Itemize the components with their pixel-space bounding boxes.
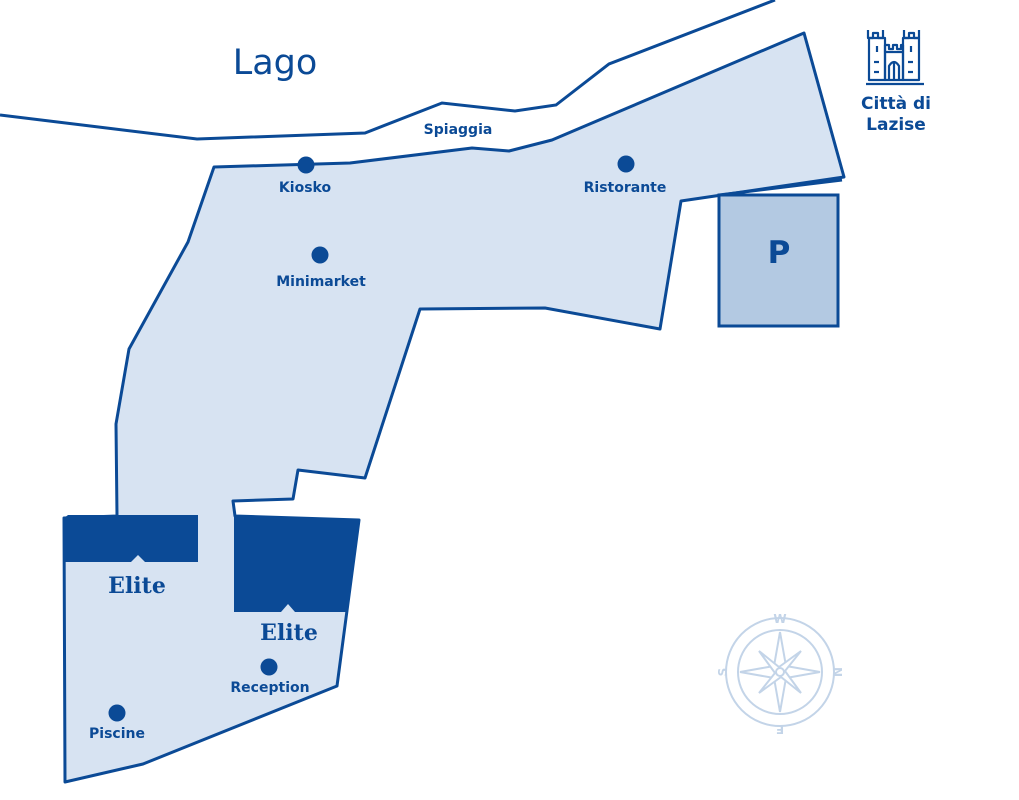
compass-north-label: N: [830, 667, 844, 677]
compass-east-label: E: [776, 722, 784, 736]
elite-zone-1[interactable]: [64, 515, 198, 562]
compass-rose: [725, 617, 835, 727]
compass-center: [775, 667, 785, 677]
ristorante-marker[interactable]: [617, 155, 635, 173]
castle-icon: [866, 30, 924, 86]
elite-zone-1-pointer: [131, 555, 145, 562]
lake-shoreline: [0, 0, 776, 141]
beach-label: Spiaggia: [424, 122, 493, 138]
minimarket-marker[interactable]: [311, 246, 329, 264]
elite-label-1: Elite: [108, 573, 166, 599]
elite-zone-2-pointer: [281, 604, 295, 612]
minimarket-label: Minimarket: [276, 274, 366, 290]
lake-label: Lago: [233, 43, 318, 83]
compass-inner-ring: [737, 629, 823, 715]
elite-label-2: Elite: [260, 620, 318, 646]
kiosko-label: Kiosko: [279, 180, 332, 196]
piscine-label: Piscine: [89, 726, 145, 742]
ristorante-label: Ristorante: [584, 180, 667, 196]
reception-label: Reception: [230, 680, 309, 696]
parking-label: P: [768, 235, 791, 271]
parking-area[interactable]: [717, 193, 840, 328]
parking-top-edge: [718, 178, 843, 197]
kiosko-marker[interactable]: [297, 156, 315, 174]
compass-south-label: S: [716, 668, 730, 677]
piscine-marker[interactable]: [108, 704, 126, 722]
compass-west-label: W: [773, 612, 786, 626]
compass-outer-ring: [725, 617, 835, 727]
town-name-line-2: Lazise: [866, 115, 926, 135]
elite-zone-2[interactable]: [234, 515, 359, 612]
reception-marker[interactable]: [260, 658, 278, 676]
town-name-line-1: Città di: [861, 94, 931, 114]
